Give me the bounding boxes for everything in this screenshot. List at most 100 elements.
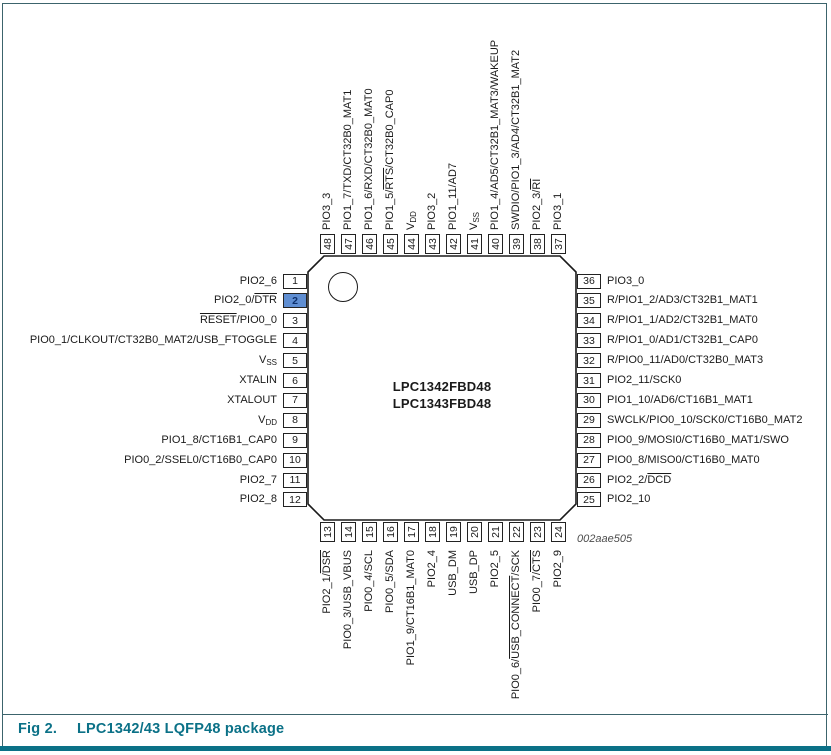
pin-3-number: 3 [292,314,298,327]
pin-9-number-box: 9 [283,432,307,448]
pin-19-number-box: 19 [446,522,461,542]
pin-label-segment: PIO2_6 [239,274,277,287]
pin-21-number-box: 21 [488,522,503,542]
pin-26-number-box: 26 [577,472,601,488]
pin-2-label: PIO2_0/DTR [16,293,277,308]
pin-43-label: PIO3_2 [426,193,439,230]
pin-45-label: PIO1_5/RTS/CT32B0_CAP0 [384,90,397,230]
pin-label-segment: SWCLK/PIO0_10/SCK0/CT16B0_MAT2 [607,413,803,426]
pin-17-number: 17 [405,526,418,538]
pin-43-number: 43 [426,238,439,250]
pin-label-segment: V [258,354,267,367]
pin-label-segment: PIO3_3 [321,192,333,230]
pin-37-number: 37 [552,238,565,250]
pin-label-segment: SS [266,358,277,368]
pin-label-segment: /PIO0_0 [236,314,277,327]
pin-label-segment: PIO1_7/TXD/CT32B0_MAT1 [342,89,354,230]
pin-19-number: 19 [447,526,460,538]
pin-label-segment: PIO2_3/ [531,189,543,230]
pin-34-number: 34 [583,314,595,327]
pin-label-segment: DD [409,211,418,223]
pin-40-number-box: 40 [488,234,503,254]
pin-label-segment: PIO0_7/ [531,572,543,613]
pin-23-label: PIO0_7/CTS [531,550,544,612]
pin-label-segment: PIO2_7 [239,473,277,486]
pin-7-number: 7 [292,394,298,407]
drawing-id: 002aae505 [577,533,633,545]
pin-27-number: 27 [583,454,595,467]
pin-35-number: 35 [583,294,595,307]
pin-46-number-box: 46 [362,234,377,254]
pin-label-segment: DSR [321,550,333,574]
pin-label-segment: R/PIO1_1/AD2/CT32B1_MAT0 [607,314,758,327]
pin-label-segment: R/PIO0_11/AD0/CT32B0_MAT3 [607,354,764,367]
pin-42-number-box: 42 [446,234,461,254]
pin-39-number-box: 39 [509,234,524,254]
pin-31-number-box: 31 [577,373,601,388]
pin-label-segment: PIO2_0/ [214,294,255,307]
pin-label-segment: PIO2_9 [552,550,564,588]
pin-label-segment: PIO2_11/SCK0 [607,374,682,386]
pin-29-number: 29 [583,414,595,427]
pin-8-label: VDD [16,413,277,428]
pin-34-number-box: 34 [577,313,601,329]
pin-15-number: 15 [363,526,376,538]
pin-14-number-box: 14 [341,522,356,542]
pin-32-label: R/PIO0_11/AD0/CT32B0_MAT3 [607,353,763,368]
pin-25-number-box: 25 [577,492,601,508]
pin-28-number-box: 28 [577,432,601,448]
pin-10-number: 10 [289,454,301,467]
pin-10-label: PIO0_2/SSEL0/CT16B0_CAP0 [16,453,277,468]
pin-48-label: PIO3_3 [321,193,334,230]
pin-30-number: 30 [583,394,595,407]
pin-label-segment: PIO0_9/MOSI0/CT16B0_MAT1/SWO [607,433,789,446]
pin-37-number-box: 37 [551,234,566,254]
pin-41-number-box: 41 [467,234,482,254]
pin-label-segment: PIO1_8/CT16B1_CAP0 [161,433,277,446]
pin-label-segment: USB_DP [468,550,480,595]
pin-label-segment: PIO1_6/RXD/CT32B0_MAT0 [363,88,375,230]
pin-5-number: 5 [292,354,298,367]
pin-15-label: PIO0_4/SCL [363,550,376,612]
pin-13-label: PIO2_1/DSR [321,550,334,614]
pin-20-number-box: 20 [467,522,482,542]
figure-caption-label: Fig 2. [18,721,58,737]
chip-body [307,255,577,521]
pin-12-label: PIO2_8 [16,492,277,507]
pin-36-number-box: 36 [577,273,601,289]
pin-label-segment: PIO1_5/ [384,189,396,230]
pin-label-segment: USB_CONNECT [510,575,522,659]
pin-23-number-box: 23 [530,522,545,542]
pin-42-number: 42 [447,238,460,250]
pin-47-label: PIO1_7/TXD/CT32B0_MAT1 [342,90,355,230]
pin-30-number-box: 30 [577,392,601,408]
pin-30-label: PIO1_10/AD6/CT16B1_MAT1 [607,393,753,408]
pin-35-label: R/PIO1_2/AD3/CT32B1_MAT1 [607,293,758,308]
pin-33-number: 33 [583,334,595,347]
pin-9-number: 9 [292,434,298,447]
pin-label-segment: PIO3_2 [426,192,438,230]
pin-label-segment: RESET [199,314,237,327]
pin-38-number: 38 [531,238,544,250]
pin-44-label: VDD [405,211,420,230]
pin-31-number: 31 [583,374,595,387]
pin-4-number-box: 4 [283,333,307,349]
pin-label-segment: PIO1_4/AD5/CT32B1_MAT3/WAKEUP [489,39,501,230]
pin-42-label: PIO1_11/AD7 [447,163,460,230]
pin-label-segment: R/PIO1_2/AD3/CT32B1_MAT1 [607,294,758,307]
pin-label-segment: PIO2_2/ [607,473,648,486]
pin-label-segment: PIO1_11/AD7 [447,162,459,230]
pin-label-segment: PIO2_8 [239,493,277,506]
pin-17-number-box: 17 [404,522,419,542]
pin-29-number-box: 29 [577,412,601,428]
pin-label-segment: V [468,222,480,230]
pin-39-label: SWDIO/PIO1_3/AD4/CT32B1_MAT2 [510,50,523,230]
pin-label-segment: PIO0_1/CLKOUT/CT32B0_MAT2/USB_FTOGGLE [29,334,277,347]
pin-23-number: 23 [531,526,544,538]
figure-caption-text: LPC1342/43 LQFP48 package [77,721,285,737]
pin-24-number: 24 [552,526,565,538]
pin-6-number: 6 [292,374,298,387]
pin-13-number: 13 [321,526,334,538]
pin-5-label: VSS [16,353,277,368]
pin-48-number-box: 48 [320,234,335,254]
